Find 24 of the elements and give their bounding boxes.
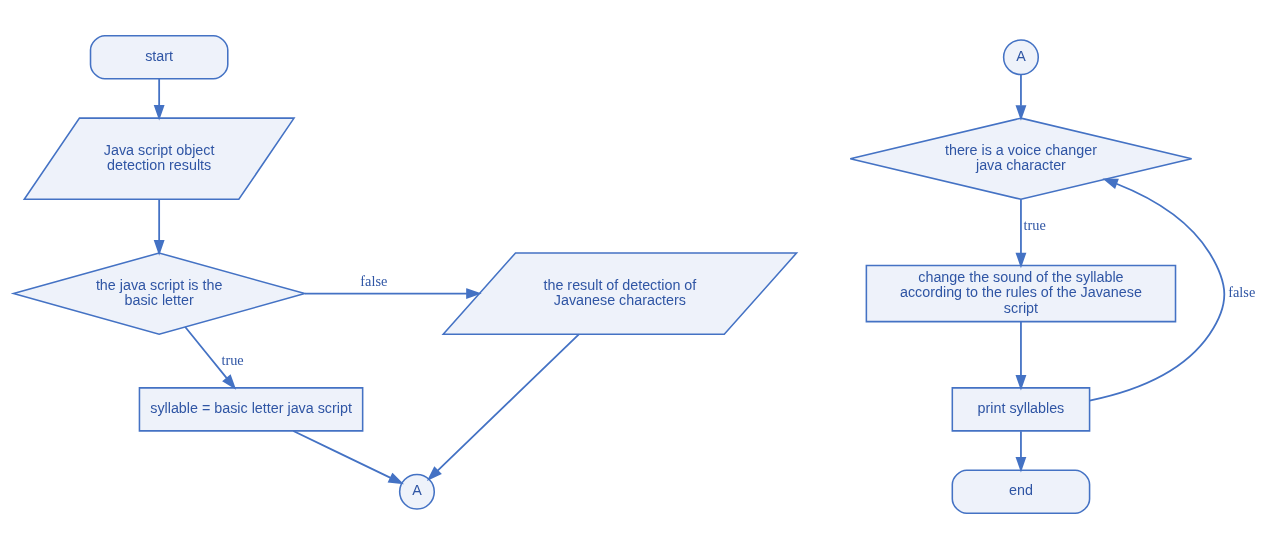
node-diamond: there is a voice changer java character [849,116,1193,200]
node-circle: A [1002,38,1040,75]
arrow [1015,320,1027,391]
arrow [1015,429,1027,472]
edge-label: false [360,272,388,289]
arrow [292,429,404,484]
arrow [1015,197,1027,268]
arrow [304,287,482,299]
node-box: end [951,468,1091,514]
edge-label: true [221,351,244,368]
node-box: syllable = basic letter java script [138,386,364,432]
edge-label: false [1228,283,1256,300]
arrow [426,333,580,481]
arrow [1015,73,1027,121]
arrow [153,197,165,256]
node-diamond: the java script is the basic letter [10,251,308,335]
arrow [1088,178,1226,401]
arrow [184,325,237,390]
node-box: start [89,34,229,80]
node-box: change the sound of the syllable according to the rules of the Javanese script [865,264,1177,322]
arrow [153,77,165,120]
edge-label: true [1023,216,1046,233]
node-circle: A [398,473,436,510]
node-box: print syllables [951,386,1091,432]
